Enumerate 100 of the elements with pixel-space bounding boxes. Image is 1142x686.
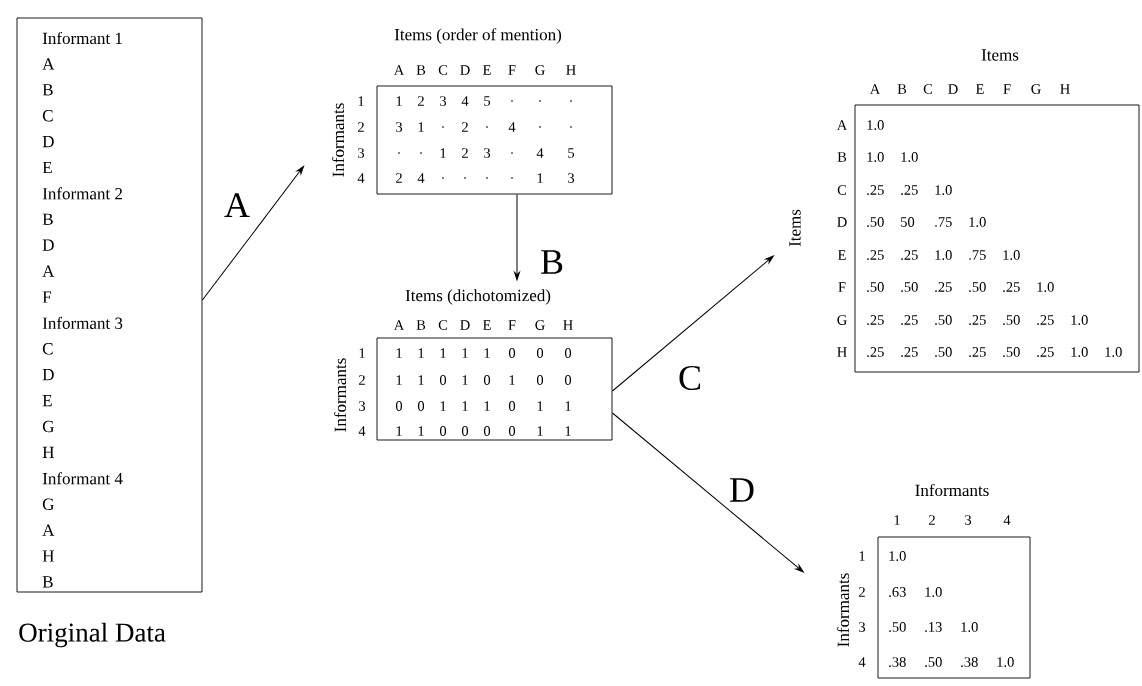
- matrix-value: 4: [536, 148, 544, 158]
- matrix-value: 1.0: [969, 217, 986, 227]
- column-header: 2: [929, 515, 935, 525]
- column-header: H: [566, 65, 576, 75]
- matrix-value: 1: [484, 348, 490, 358]
- matrix-value: 3: [396, 122, 403, 132]
- row-header: A: [836, 120, 848, 130]
- matrix-value: 1.0: [935, 250, 952, 260]
- matrix-value: .25: [901, 347, 918, 357]
- matrix-value: 1: [418, 426, 424, 436]
- column-header: D: [460, 65, 470, 75]
- matrix-value: .: [398, 152, 400, 154]
- list-entry: E: [42, 161, 52, 174]
- matrix-value: 1: [565, 426, 571, 436]
- matrix-value: 1.0: [925, 587, 942, 597]
- list-entry: H: [42, 550, 54, 562]
- matrix-value: .50: [867, 217, 884, 227]
- matrix-value: 1: [484, 401, 490, 411]
- row-header: B: [837, 152, 847, 162]
- matrix-title: Informants: [915, 483, 989, 497]
- column-header: A: [393, 320, 405, 330]
- matrix-value: .50: [925, 657, 942, 667]
- matrix-value: .50: [1003, 347, 1020, 357]
- list-entry: Informant 4: [42, 472, 123, 485]
- row-header: 3: [359, 401, 366, 411]
- row-header: 1: [359, 348, 365, 358]
- matrix-value: 1.0: [867, 120, 884, 130]
- matrix-value: 1: [396, 348, 402, 358]
- column-header: 3: [965, 515, 972, 525]
- list-entry: C: [42, 343, 53, 355]
- row-header: G: [837, 315, 847, 325]
- matrix-value: 1: [462, 348, 468, 358]
- row-header: 2: [359, 375, 365, 385]
- row-header: 2: [358, 122, 364, 132]
- matrix-value: 1.0: [901, 152, 918, 162]
- column-header: C: [438, 320, 448, 330]
- matrix-value: .: [420, 152, 422, 154]
- matrix-value: 0: [483, 426, 491, 436]
- matrix-value: .25: [901, 250, 918, 260]
- matrix-value: 0: [461, 426, 469, 436]
- list-entry: D: [42, 369, 54, 381]
- matrix-value: 1.0: [1071, 315, 1088, 325]
- column-header: F: [508, 65, 516, 75]
- row-header: F: [838, 282, 846, 292]
- list-entry: G: [42, 498, 54, 510]
- matrix-value: 4: [417, 173, 425, 183]
- matrix-value: .: [539, 100, 541, 102]
- matrix-value: .50: [969, 282, 986, 292]
- row-header: 1: [859, 551, 865, 561]
- matrix-value: .25: [969, 315, 986, 325]
- matrix-value: .25: [1037, 315, 1054, 325]
- matrix-value: 2: [396, 173, 402, 183]
- matrix-value: 1: [440, 401, 446, 411]
- column-header: F: [508, 320, 516, 330]
- list-entry: Informant 2: [42, 187, 122, 200]
- column-header: G: [1031, 84, 1041, 94]
- edge-label: A: [224, 193, 250, 217]
- row-header: 1: [358, 96, 364, 106]
- edge-label: B: [541, 250, 563, 274]
- list-entry: B: [42, 576, 53, 588]
- matrix-value: 2: [462, 148, 468, 158]
- matrix-value: .25: [867, 185, 884, 195]
- matrix-value: 1.0: [867, 152, 884, 162]
- matrix-value: 0: [564, 375, 572, 385]
- matrix-value: 0: [508, 401, 516, 411]
- matrix-value: 1.0: [1003, 250, 1020, 260]
- matrix-value: 1: [462, 401, 468, 411]
- column-header: 4: [1003, 515, 1011, 525]
- matrix-value: 0: [564, 348, 572, 358]
- column-header: B: [416, 320, 426, 330]
- matrix-value: 1: [396, 426, 402, 436]
- column-header: B: [416, 65, 426, 75]
- arrow: [611, 255, 774, 392]
- matrix-value: 5: [568, 148, 575, 158]
- list-entry: H: [42, 446, 54, 458]
- row-header: 4: [358, 426, 366, 436]
- matrix-value: 1: [440, 348, 446, 358]
- matrix-value: .38: [961, 657, 978, 667]
- matrix-value: 1.0: [1105, 347, 1122, 357]
- row-header: H: [837, 347, 847, 357]
- matrix-value: .25: [969, 347, 986, 357]
- matrix-value: 1.0: [1071, 347, 1088, 357]
- row-header: 4: [357, 173, 365, 183]
- list-entry: A: [42, 265, 55, 277]
- column-header: H: [563, 320, 573, 330]
- list-entry: C: [42, 110, 53, 122]
- matrix-value: 0: [395, 401, 403, 411]
- matrix-value: 1.0: [961, 622, 978, 632]
- list-entry: Informant 3: [42, 316, 123, 329]
- matrix-value: .63: [889, 587, 906, 597]
- matrix-value: .38: [889, 657, 906, 667]
- matrix-value: 1: [418, 122, 424, 132]
- matrix-value: 1: [396, 96, 402, 106]
- matrix-value: .75: [935, 217, 952, 227]
- matrix-value: 1.0: [1037, 282, 1054, 292]
- matrix-value: 0: [483, 375, 491, 385]
- arrow: [514, 193, 520, 281]
- matrix-value: 0: [536, 348, 544, 358]
- matrix-value: .: [570, 126, 572, 128]
- matrix-value: .25: [1003, 282, 1020, 292]
